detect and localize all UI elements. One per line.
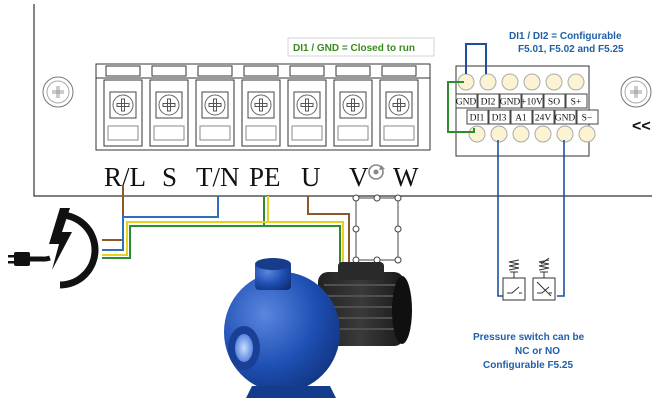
- control-terminal-label: GND: [555, 114, 576, 124]
- control-terminal-bottom: [534, 125, 552, 143]
- control-terminal-top: [479, 73, 497, 91]
- edge-marker: <<: [632, 118, 651, 135]
- screw-slot: [346, 98, 360, 112]
- power-terminal-top: [151, 65, 187, 77]
- terminal-label-tn: T/N: [196, 162, 240, 192]
- control-label-cell: [510, 109, 533, 125]
- closed-to-run-text: DI1 / GND = Closed to run: [293, 43, 415, 54]
- control-label-cell: [488, 109, 511, 125]
- power-terminal-foot: [107, 125, 139, 141]
- control-label-cell: [554, 109, 577, 125]
- screw-slot: [208, 98, 222, 112]
- power-terminal-top: [197, 65, 233, 77]
- control-terminal-label: A1: [515, 114, 527, 124]
- control-terminal-label: DI1: [470, 114, 485, 124]
- control-label-cell: [576, 109, 599, 125]
- screw-slot: [116, 98, 130, 112]
- power-terminal-foot: [291, 125, 323, 141]
- control-label-cell: [543, 93, 566, 109]
- power-terminal-top: [289, 65, 325, 77]
- screw-head: [204, 94, 226, 116]
- di-config-note-line2: F5.01, F5.02 and F5.25: [518, 44, 624, 55]
- terminal-label-pe: PE: [249, 162, 281, 192]
- power-terminal-labels: R/L S T/N PE U V W: [104, 162, 419, 192]
- control-terminal-top: [523, 73, 541, 91]
- screw-head: [342, 94, 364, 116]
- screw-head: [112, 94, 134, 116]
- screw-slot: [162, 98, 176, 112]
- control-terminal-label: +10V: [521, 98, 543, 108]
- control-terminal-bottom: [556, 125, 574, 143]
- control-terminal-bottom: [578, 125, 596, 143]
- pressure-switch-icon: [502, 257, 556, 301]
- selection-box: [352, 194, 402, 264]
- screw-head: [296, 94, 318, 116]
- control-terminal-label: 24V: [535, 114, 552, 124]
- terminal-label-u: U: [301, 162, 321, 192]
- power-terminal-foot: [199, 125, 231, 141]
- power-terminal-block: [95, 63, 431, 151]
- mounting-screw-left: [42, 76, 74, 108]
- control-label-cell: [477, 93, 500, 109]
- power-terminal-foot: [383, 125, 415, 141]
- control-terminal-top: [501, 73, 519, 91]
- control-terminal-top: [567, 73, 585, 91]
- water-pump-icon: [224, 258, 412, 398]
- control-terminal-bottom: [468, 125, 486, 143]
- mounting-screw-right: [620, 76, 652, 108]
- control-terminal-bottom: [512, 125, 530, 143]
- power-terminal-foot: [245, 125, 277, 141]
- control-terminal-label: SO: [548, 98, 560, 108]
- power-plug-icon: [8, 208, 99, 289]
- control-wires: [447, 43, 565, 297]
- screw-head: [388, 94, 410, 116]
- power-terminal-top: [335, 65, 371, 77]
- control-label-cell: [521, 93, 544, 109]
- control-terminal-label: S−: [582, 114, 593, 124]
- control-terminal-label: S+: [571, 98, 582, 108]
- power-terminal-foot: [153, 125, 185, 141]
- drive-enclosure: [33, 4, 652, 197]
- terminal-label-v: V: [349, 162, 369, 192]
- control-label-cell: [565, 93, 588, 109]
- control-terminal-label: GND: [456, 98, 477, 108]
- screw-slot: [300, 98, 314, 112]
- control-label-cell: [466, 109, 489, 125]
- control-terminal-label: GND: [500, 98, 521, 108]
- power-terminal-top: [243, 65, 279, 77]
- terminal-label-s: S: [162, 162, 177, 192]
- power-terminal-top: [105, 65, 141, 77]
- rotation-direction-icon: [368, 164, 385, 180]
- pressure-note-line3: Configurable F5.25: [483, 360, 573, 371]
- screw-slot: [254, 98, 268, 112]
- power-terminal-top: [381, 65, 417, 77]
- mains-wires: [102, 186, 269, 259]
- control-terminal-top: [545, 73, 563, 91]
- closed-to-run-note: DI1 / GND = Closed to run: [287, 37, 435, 57]
- control-label-cell: [532, 109, 555, 125]
- pressure-note-line1: Pressure switch can be: [473, 332, 585, 343]
- pressure-note-line2: NC or NO: [515, 346, 560, 357]
- terminal-label-w: W: [393, 162, 419, 192]
- screw-head: [158, 94, 180, 116]
- control-terminal-label: DI2: [481, 98, 496, 108]
- control-terminal-label: DI3: [492, 114, 507, 124]
- power-terminal-foot: [337, 125, 369, 141]
- terminal-label-rl: R/L: [104, 162, 146, 192]
- control-label-cell: [455, 93, 478, 109]
- motor-wires: [264, 196, 350, 272]
- control-label-cell: [499, 93, 522, 109]
- screw-head: [250, 94, 272, 116]
- di-config-note-line1: DI1 / DI2 = Configurable: [509, 31, 622, 42]
- screw-slot: [392, 98, 406, 112]
- control-terminal-bottom: [490, 125, 508, 143]
